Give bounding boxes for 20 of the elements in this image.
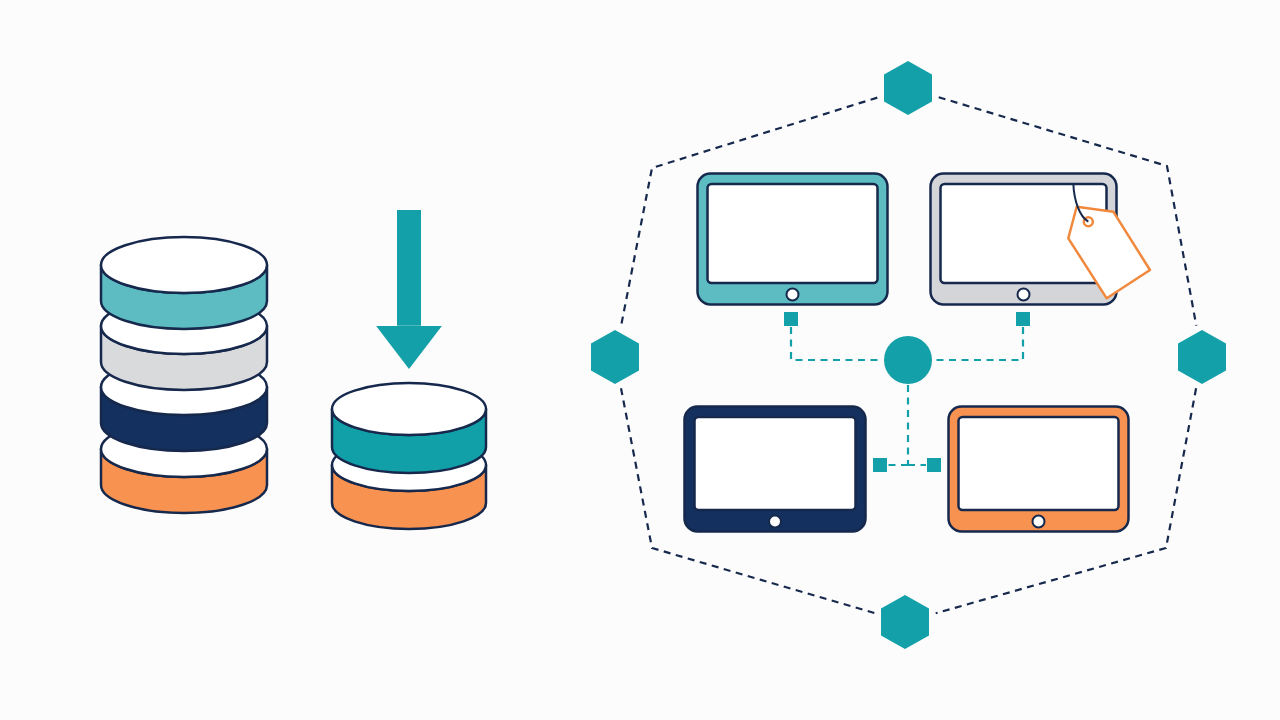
hub-circle [884,336,932,384]
dashed-line [619,388,875,615]
hexagon-node [884,61,932,115]
hexagon-node [881,595,929,649]
dashed-line [935,388,1198,615]
disc-stack [330,381,488,531]
dashed-line [620,96,878,326]
tablet [947,405,1130,533]
connector-square [1016,312,1030,326]
dashed-line [908,463,926,467]
connector-square [927,458,941,472]
block-arrow [376,210,442,369]
dashed-line [938,96,1198,326]
disc-stack [98,235,270,516]
tablet [696,172,889,306]
connector-square [873,458,887,472]
tablet [683,405,867,533]
hexagon-node [591,330,639,384]
connector-square [784,312,798,326]
hexagon-node [1178,330,1226,384]
